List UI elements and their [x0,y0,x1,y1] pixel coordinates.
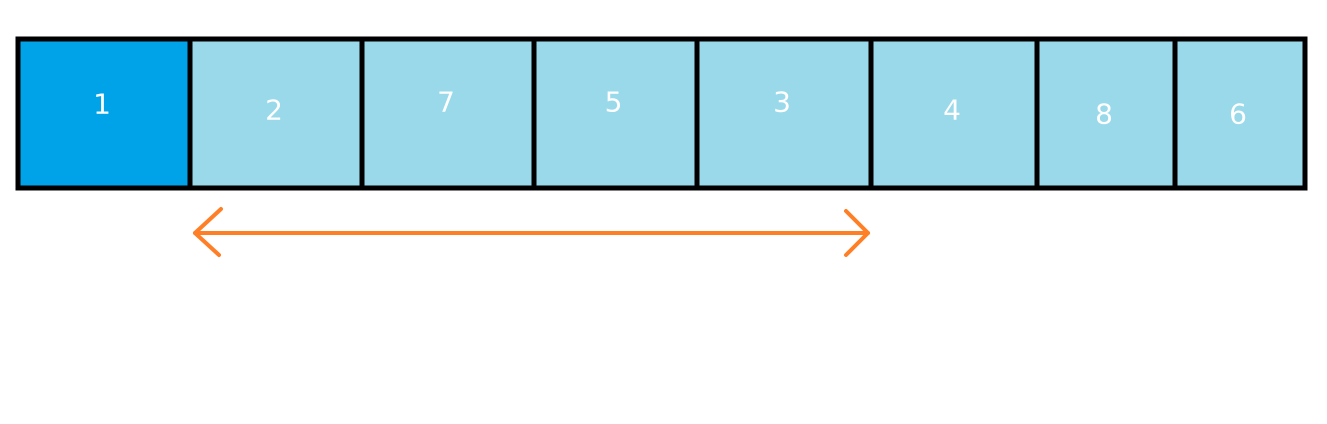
range-arrow-left-head [193,207,223,257]
array-cell-box [868,36,1040,191]
array-cell-box [187,36,365,191]
array-cell: 1 [15,36,193,191]
array-cell-label: 5 [605,86,623,119]
array-cells: 1 2 7 5 3 4 8 6 [15,36,1308,191]
range-arrow [193,207,870,257]
array-cell-label: 6 [1229,98,1247,131]
array-cell-label: 1 [93,88,111,121]
array-cell: 8 [1034,36,1178,191]
array-cell: 5 [531,36,700,191]
array-cell-box [694,36,874,191]
array-cell-box [1172,36,1308,191]
array-cell: 2 [187,36,365,191]
array-cell: 3 [694,36,874,191]
array-cell: 7 [359,36,537,191]
array-cell-label: 8 [1095,98,1113,131]
range-arrow-right-head [844,209,870,257]
array-cell-label: 2 [265,94,283,127]
array-cell-box [359,36,537,191]
array-cell: 4 [868,36,1040,191]
array-cell-highlighted-box [15,36,193,191]
array-cell-label: 3 [773,86,791,119]
array-cell-box [1034,36,1178,191]
array-cell-label: 7 [437,86,455,119]
array-cell: 6 [1172,36,1308,191]
array-cell-label: 4 [943,94,961,127]
